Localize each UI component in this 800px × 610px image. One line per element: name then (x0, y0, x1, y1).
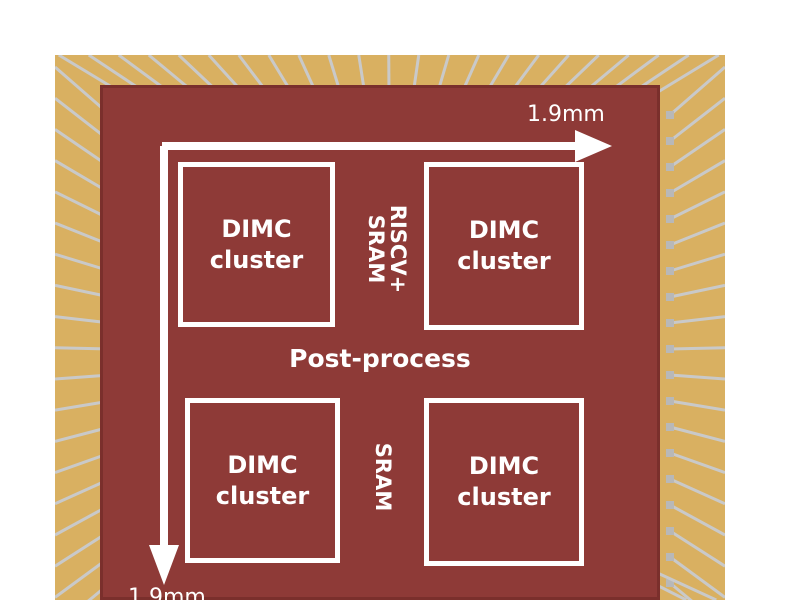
riscv-sram-label: RISCV+ SRAM (363, 194, 409, 304)
dimc-cluster-bottom-right: DIMC cluster (424, 398, 584, 566)
vertical-arrowhead (149, 545, 179, 585)
dimc-cluster-top-left: DIMC cluster (178, 162, 335, 327)
dimc-cluster-bottom-left: DIMC cluster (185, 398, 340, 563)
sram-label: SRAM (370, 432, 394, 522)
dimc-cluster-label: DIMC cluster (216, 450, 309, 511)
dimc-cluster-label: DIMC cluster (210, 214, 303, 275)
dimc-cluster-top-right: DIMC cluster (424, 162, 584, 330)
dimension-label-left: 1.9mm (128, 585, 206, 610)
dimc-cluster-label: DIMC cluster (457, 215, 550, 276)
horizontal-arrowhead (575, 130, 612, 162)
dimc-cluster-label: DIMC cluster (457, 451, 550, 512)
dimension-label-top: 1.9mm (527, 102, 605, 127)
post-process-label: Post-process (270, 344, 490, 374)
